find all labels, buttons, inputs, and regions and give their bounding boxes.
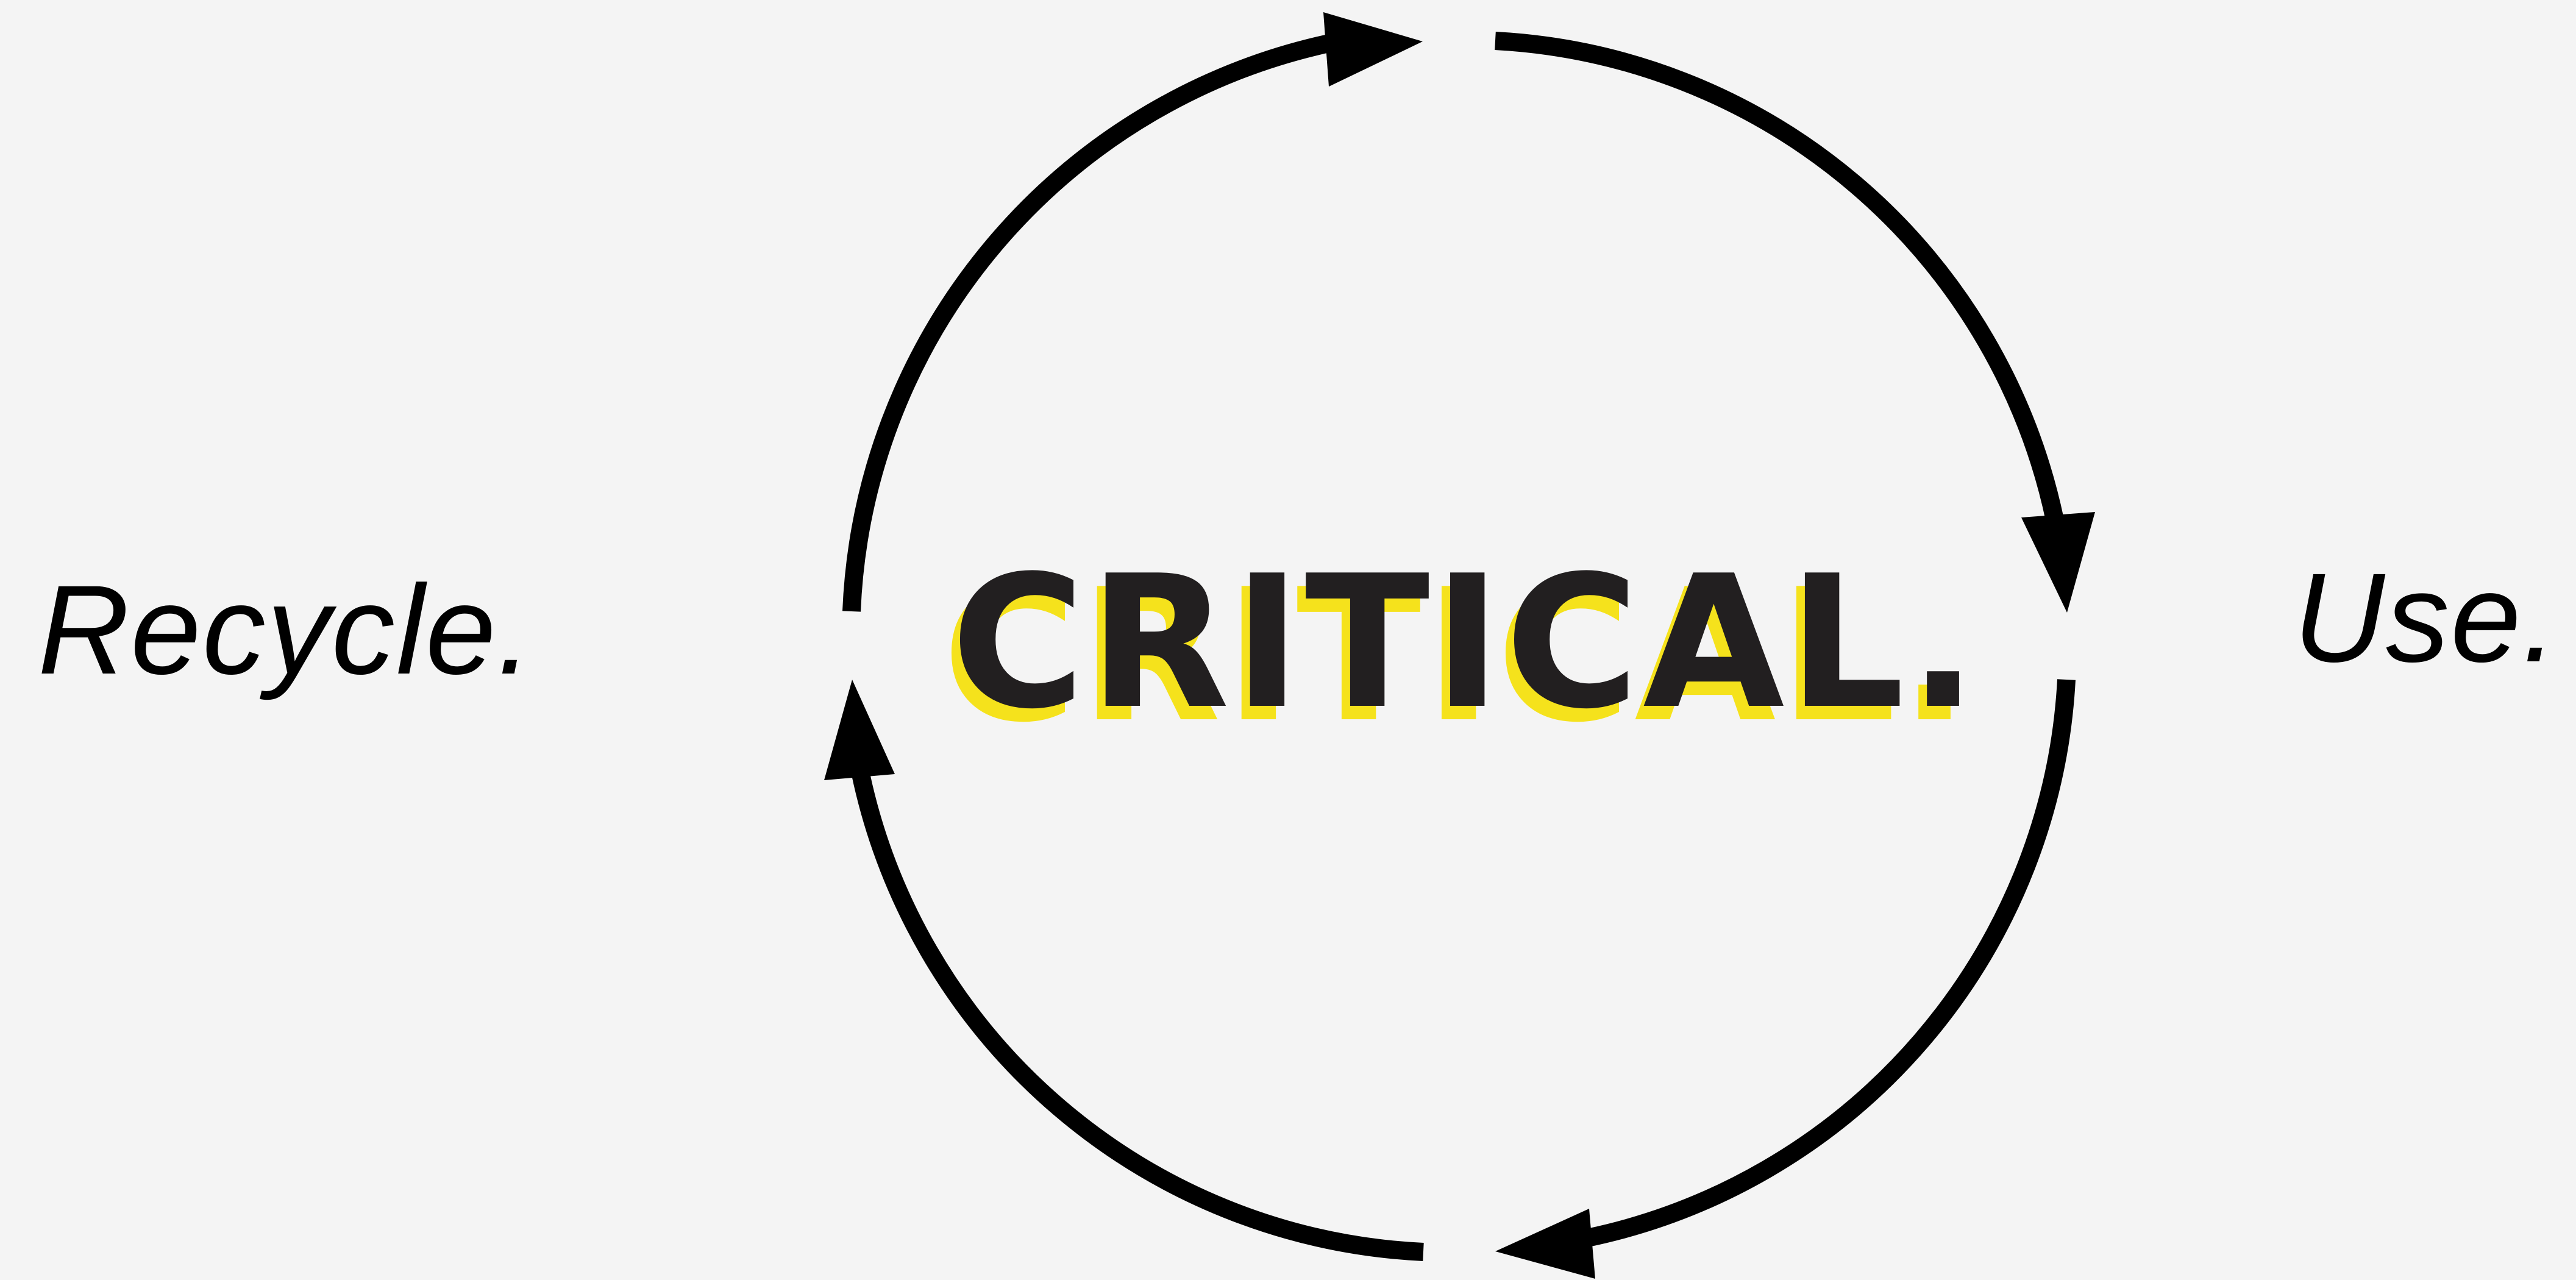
arrow-bottom-right: [1495, 679, 2076, 1279]
critical-wordmark: CRITICAL. CRITICAL.: [942, 536, 1999, 753]
critical-wordmark-text: CRITICAL.: [951, 536, 1982, 749]
arrow-top-left: [842, 12, 1423, 612]
arrow-bottom-left: [824, 680, 1424, 1261]
recycle-label: Recycle.: [38, 560, 534, 701]
critical-wordmark-shadow: CRITICAL.: [942, 550, 1973, 763]
use-label: Use.: [2293, 547, 2559, 689]
arrow-top-right: [1495, 32, 2095, 613]
